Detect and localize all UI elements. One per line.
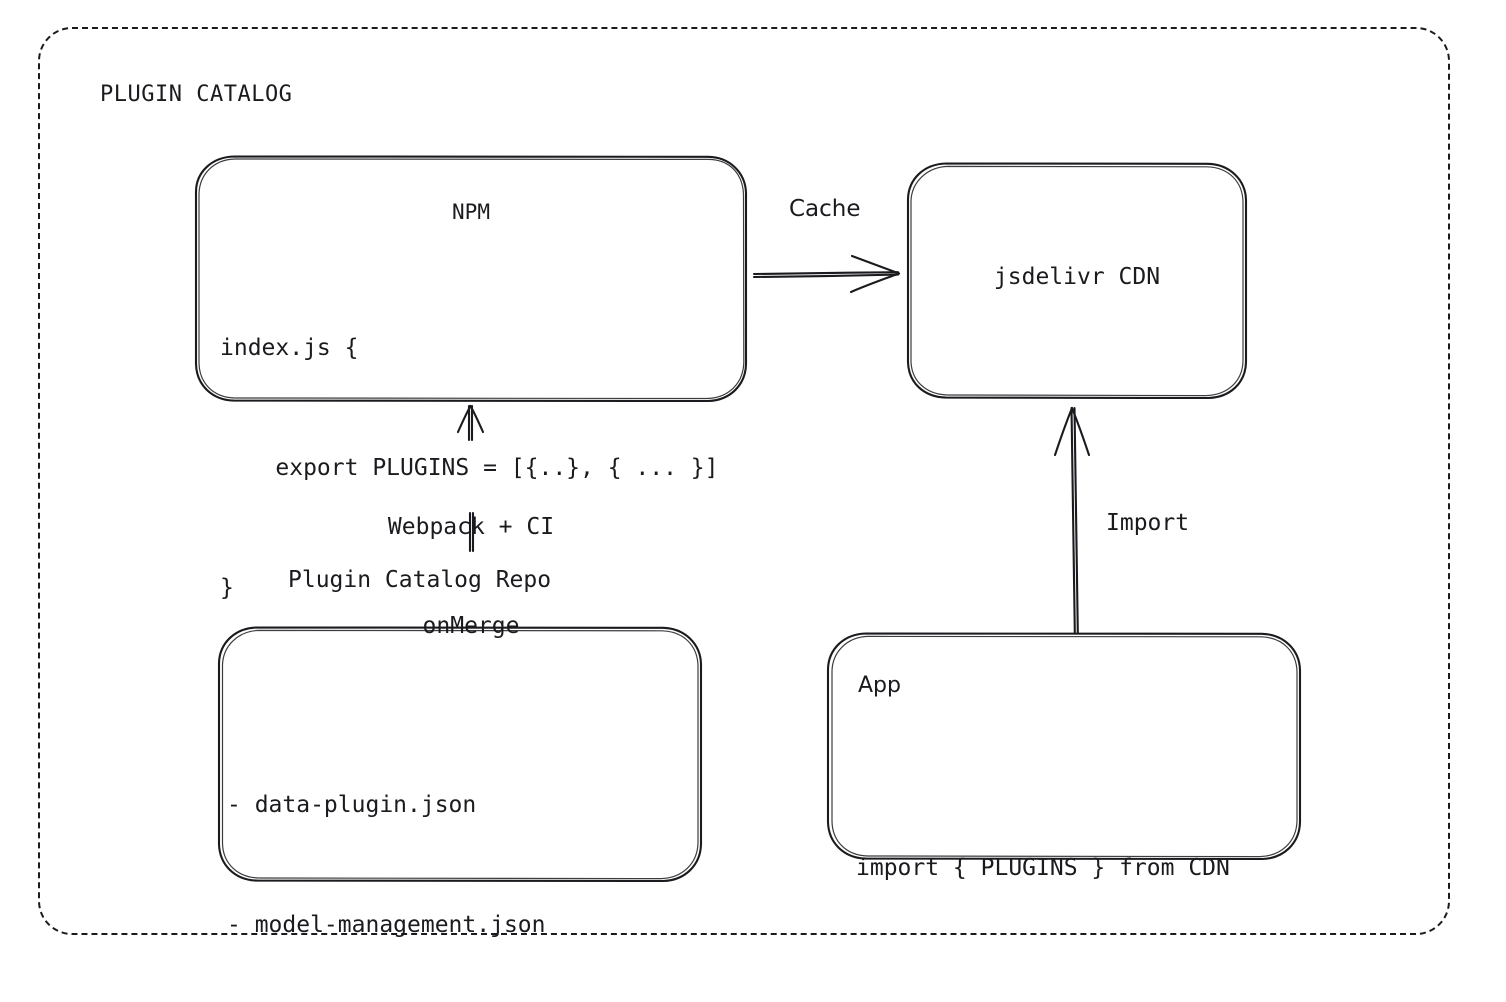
repo-caption: Plugin Catalog Repo (288, 567, 552, 593)
node-npm[interactable]: NPM index.js { export PLUGINS = [{..}, {… (194, 155, 748, 601)
repo-file-list: - data-plugin.json - model-management.js… (227, 705, 546, 1002)
edge-label-build-line-2: onMerge (422, 613, 520, 639)
node-app[interactable]: App import { PLUGINS } from CDN PLUGINS.… (826, 632, 1302, 881)
repo-file-item: - model-management.json (227, 912, 546, 938)
edge-label-import: Import (1106, 510, 1190, 536)
app-code-block: import { PLUGINS } from CDN PLUGINS.forE… (856, 726, 1230, 1002)
npm-code-line-2: export PLUGINS = [{..}, { ... }] (220, 455, 719, 481)
cdn-label: jsdelivr CDN (993, 264, 1161, 290)
npm-code-line-3: } (220, 575, 234, 601)
npm-code-line-1: index.js { (220, 335, 359, 361)
npm-code-block: index.js { export PLUGINS = [{..}, { ...… (220, 248, 719, 688)
app-title: App (858, 673, 901, 698)
app-code-line-1: import { PLUGINS } from CDN (856, 855, 1230, 881)
plugin-catalog-boundary (38, 27, 1450, 935)
edge-label-build: Webpack + CI onMerge (371, 445, 571, 709)
node-jsdelivr-cdn[interactable]: jsdelivr CDN (906, 162, 1248, 400)
repo-file-item: - data-plugin.json (227, 792, 477, 818)
npm-title: NPM (452, 200, 490, 224)
edge-label-build-line-1: Webpack + CI (387, 514, 555, 540)
diagram-title: PLUGIN CATALOG (100, 82, 293, 107)
edge-label-cache: Cache (789, 196, 861, 222)
